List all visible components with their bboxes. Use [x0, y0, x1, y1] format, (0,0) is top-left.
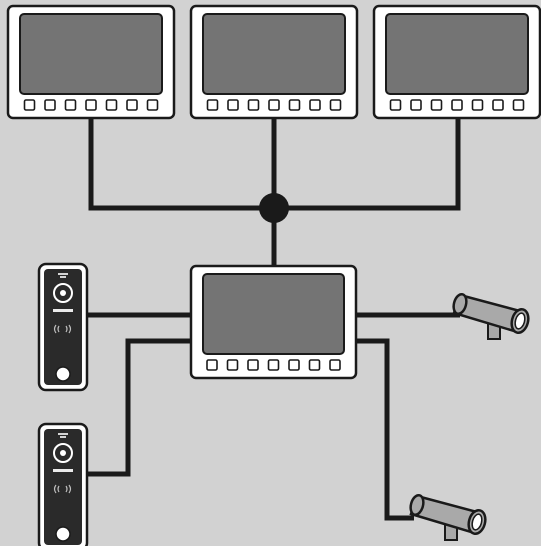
monitor-button: [44, 99, 56, 111]
monitor-button: [288, 359, 300, 371]
monitor-button: [146, 99, 159, 111]
junction-node-icon: [259, 193, 289, 223]
secondary-monitor-2: [189, 4, 359, 120]
monitor-button: [267, 359, 280, 371]
monitor-screen: [202, 273, 345, 355]
call-panel-icon: [37, 422, 89, 546]
secondary-monitor-3: [372, 4, 541, 120]
monitor-screen: [202, 13, 346, 95]
monitor-button: [430, 99, 443, 111]
monitor-button: [389, 99, 402, 111]
monitor-button: [308, 359, 321, 371]
cctv-camera-icon: [452, 292, 530, 340]
wiring: [87, 118, 461, 521]
monitor-button: [206, 359, 218, 371]
monitor-screen: [19, 13, 163, 95]
wire-door-station-2: [87, 338, 191, 477]
secondary-monitor-1: [6, 4, 176, 120]
call-panel-icon: [37, 262, 89, 392]
monitor-button: [247, 359, 259, 371]
monitors: [6, 4, 541, 380]
monitor-button: [85, 99, 97, 111]
monitor-button: [492, 99, 504, 111]
cctv-camera-icon: [409, 493, 487, 541]
wire-monitor-1: [88, 118, 274, 211]
wire-camera-2: [356, 338, 414, 521]
monitor-button: [288, 99, 301, 111]
monitor-button: [268, 99, 280, 111]
monitor-button: [227, 99, 239, 111]
monitor-button: [451, 99, 463, 111]
wire-monitor-3: [274, 118, 461, 211]
monitor-button: [410, 99, 422, 111]
monitor-button: [329, 359, 341, 371]
monitor-button: [226, 359, 239, 371]
monitor-button: [23, 99, 36, 111]
main-monitor: [189, 264, 358, 380]
monitor-button: [309, 99, 321, 111]
monitor-button: [471, 99, 484, 111]
monitor-button: [247, 99, 260, 111]
monitor-button: [64, 99, 77, 111]
monitor-button: [206, 99, 219, 111]
monitor-screen: [385, 13, 529, 95]
monitor-button: [105, 99, 118, 111]
monitor-button: [512, 99, 525, 111]
monitor-button: [329, 99, 342, 111]
monitor-button: [126, 99, 138, 111]
